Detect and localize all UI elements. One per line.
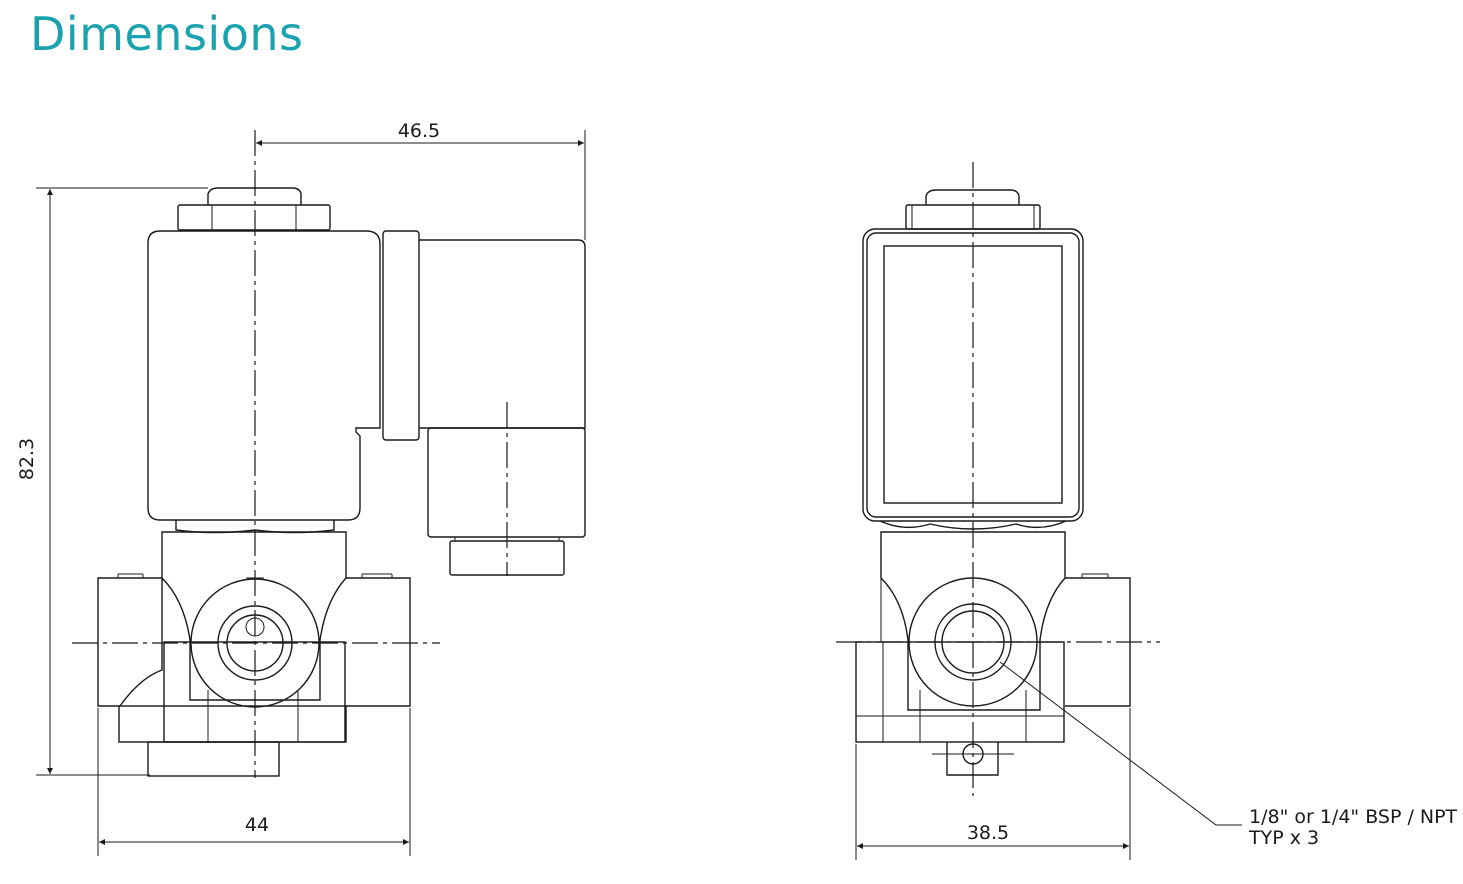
dim-front-width-bottom: 38.5 (967, 822, 1009, 844)
page-title: Dimensions (30, 7, 304, 61)
dim-side-height: 82.3 (16, 438, 38, 480)
side-view: 46.5 82.3 44 (16, 120, 586, 856)
port-thread-note: 1/8" or 1/4" BSP / NPT (1249, 806, 1458, 828)
dim-side-width-top: 46.5 (398, 120, 440, 142)
port-quantity-note: TYP x 3 (1248, 827, 1319, 849)
front-view: 1/8" or 1/4" BSP / NPT TYP x 3 38.5 (836, 162, 1458, 860)
dim-side-width-bottom: 44 (245, 814, 269, 836)
